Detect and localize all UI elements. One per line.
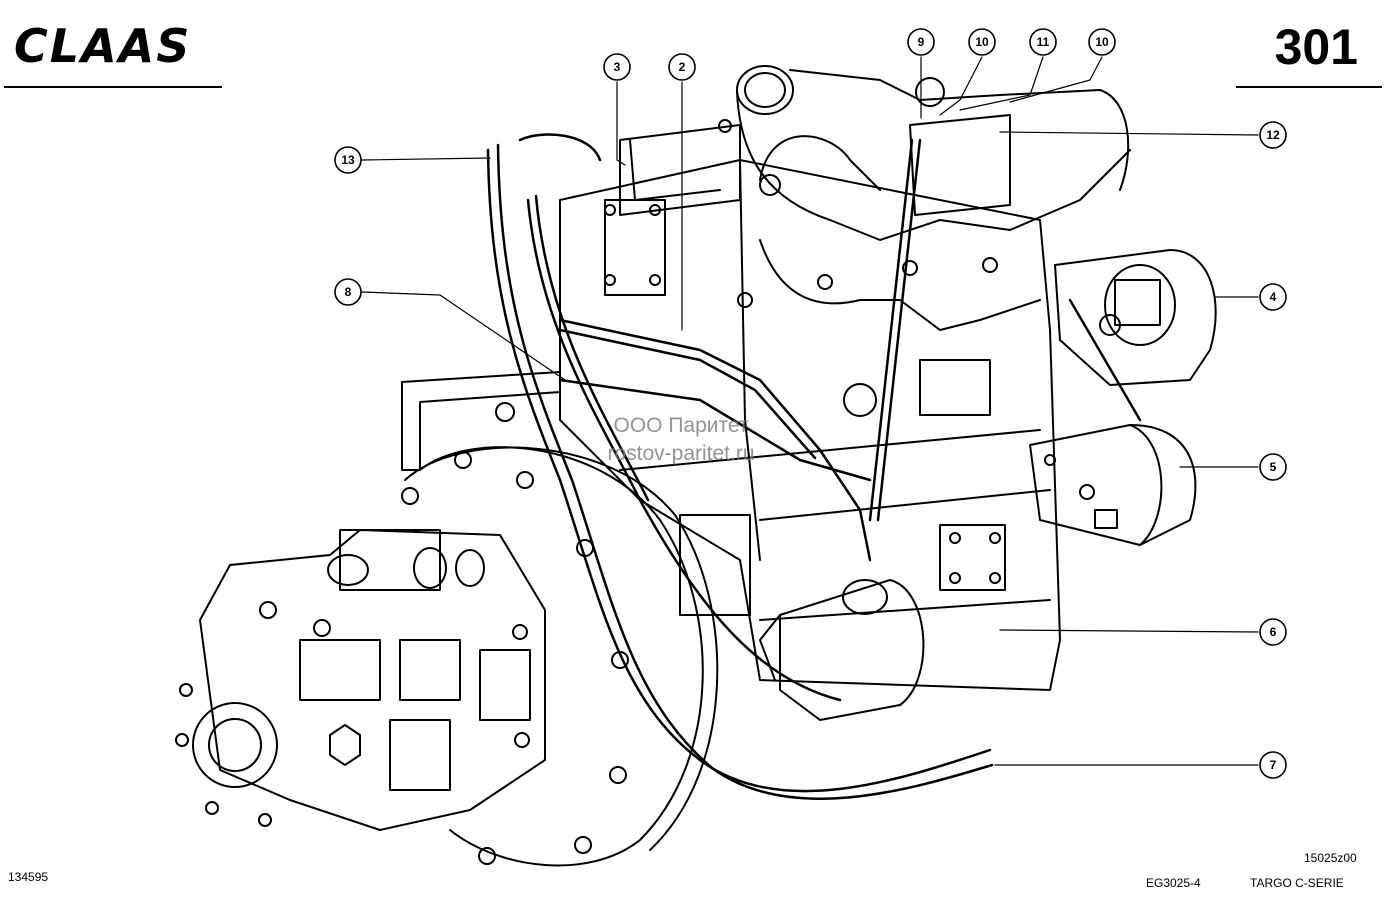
header-rule-left bbox=[4, 86, 222, 88]
starter-motor bbox=[759, 524, 1006, 721]
header-rule-right bbox=[1236, 86, 1382, 88]
callout-6: 6 bbox=[1270, 625, 1277, 639]
callout-13: 13 bbox=[341, 153, 355, 167]
page-number: 301 bbox=[1274, 19, 1358, 75]
image-id: 134595 bbox=[8, 870, 49, 884]
watermark-line-1: ООО Паритет bbox=[613, 414, 749, 437]
drawing-ref: 15025z00 bbox=[1304, 851, 1357, 865]
callout-circles bbox=[334, 28, 1287, 779]
cylinder-head bbox=[619, 119, 741, 216]
leader-lines bbox=[361, 56, 1259, 766]
callout-9: 9 bbox=[918, 35, 925, 49]
engine-block bbox=[559, 159, 1061, 691]
doc-code: EG3025-4 bbox=[1146, 876, 1201, 890]
callout-11: 11 bbox=[1037, 35, 1050, 49]
callout-4: 4 bbox=[1270, 290, 1277, 304]
callout-5: 5 bbox=[1270, 460, 1277, 474]
bell-housing bbox=[401, 446, 719, 867]
callout-3: 3 bbox=[614, 60, 621, 74]
callout-10-b: 10 bbox=[1095, 35, 1109, 49]
watermark: ООО Паритет rostov-paritet.ru bbox=[566, 412, 796, 468]
callout-12: 12 bbox=[1266, 128, 1280, 142]
callout-10-a: 10 bbox=[975, 35, 989, 49]
callout-8: 8 bbox=[345, 285, 352, 299]
series-name: TARGO C-SERIE bbox=[1250, 876, 1344, 890]
callout-7: 7 bbox=[1270, 758, 1277, 772]
watermark-line-2: rostov-paritet.ru bbox=[607, 442, 755, 465]
hose-lines bbox=[486, 133, 1142, 801]
hydrostatic-pump bbox=[175, 529, 546, 831]
alternator bbox=[1054, 249, 1217, 386]
callout-2: 2 bbox=[679, 60, 686, 74]
hydraulic-pump bbox=[1029, 424, 1197, 546]
